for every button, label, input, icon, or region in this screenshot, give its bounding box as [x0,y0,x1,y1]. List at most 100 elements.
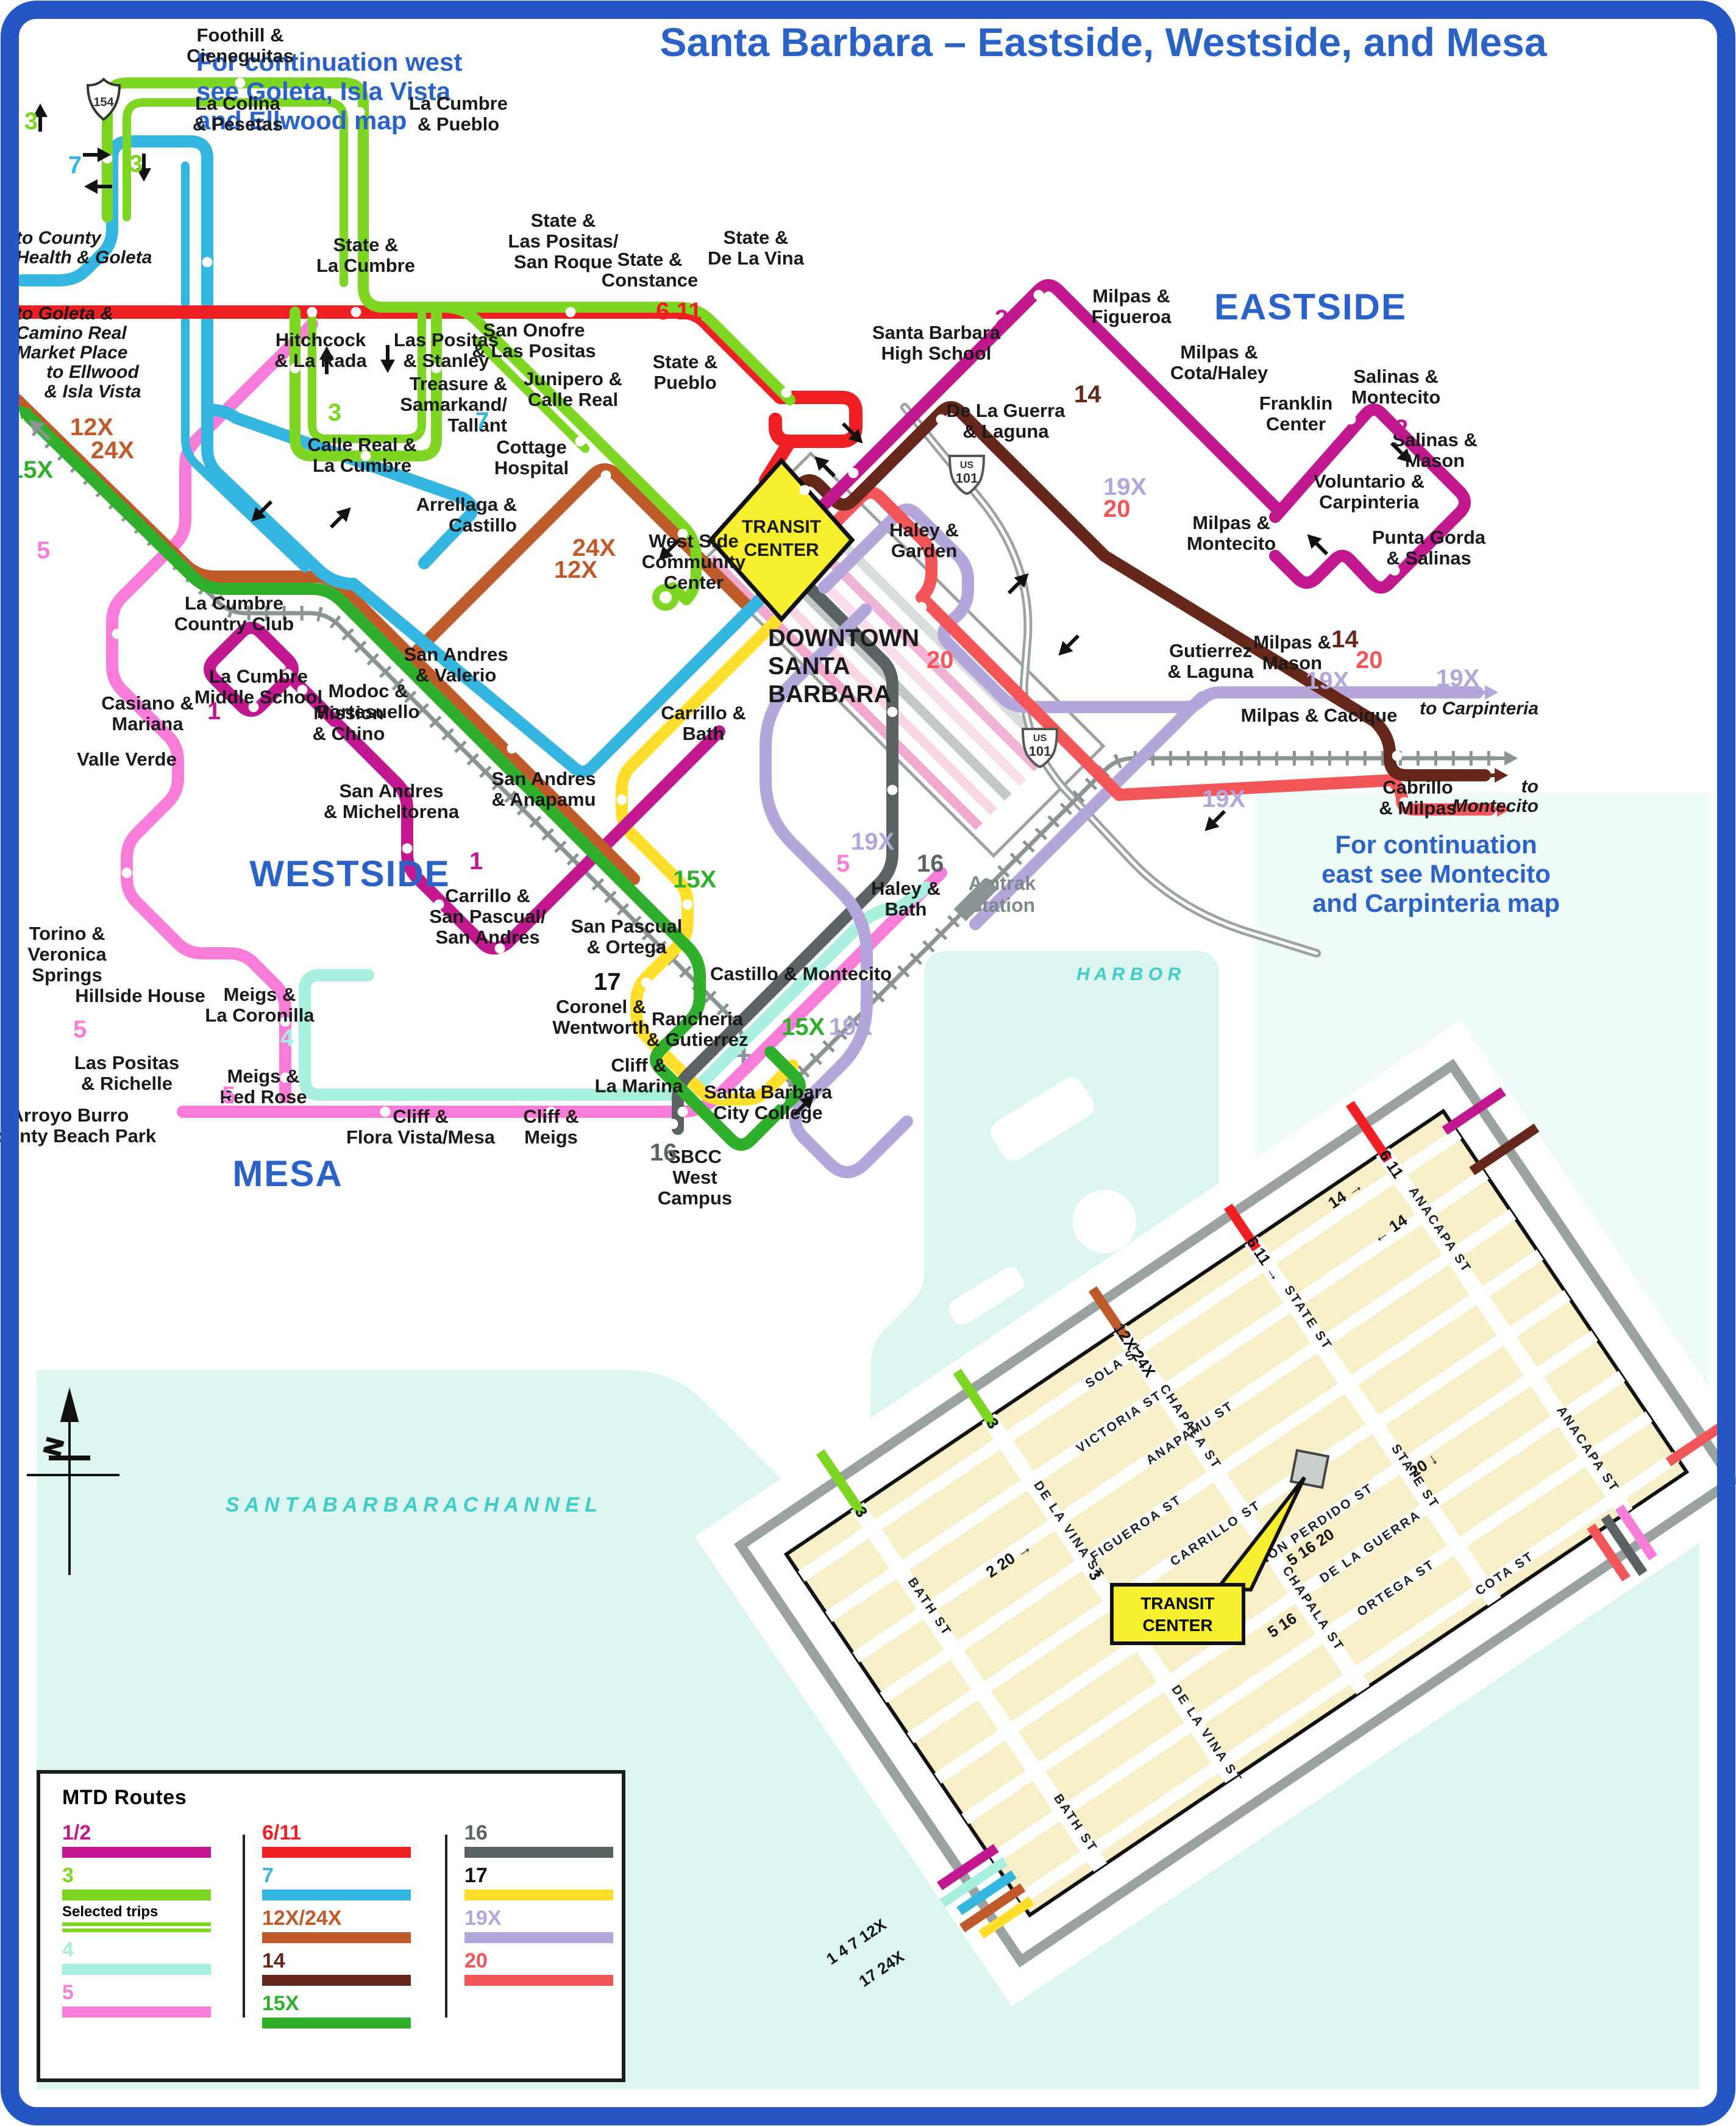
legend-item-swatch [464,1847,613,1858]
direction-arrow [84,179,112,194]
legend-item-label: 7 [262,1864,274,1887]
stop-dots [102,77,1454,1129]
legend-item-7: 7 [262,1865,445,1900]
stop-label: Calle Real &La Cumbre [307,434,416,476]
stop-dot [282,669,293,680]
stop-dot [1443,497,1454,508]
inset-stub [939,1857,1008,1908]
direction-arrow [1470,685,1498,700]
direction-arrow [814,456,836,478]
inset-route-stubs [816,1087,1730,1939]
stop-label: Casiano &Mariana [101,692,194,734]
stop-label: State &Constance [602,249,698,291]
stop-label: Milpas & Cacique [1241,705,1398,726]
region-label-eastside: EASTSIDE [1214,286,1407,327]
stop-label: Haley &Bath [871,878,941,920]
direction-arrow [1390,441,1412,463]
water-label: H A R B O R [1076,964,1181,984]
stop-dot [355,765,366,776]
legend-item-swatch [464,1932,613,1943]
stop-label: Milpas &Montecito [1187,512,1276,554]
route-number-marker: 19X [1436,665,1479,692]
stop-dot [326,726,337,737]
stop-dot [202,257,213,268]
stop-label: Gutierrez& Laguna [1167,640,1254,682]
stop-dot [141,677,152,688]
inset-stub [956,1870,1017,1915]
stop-dot [677,528,688,539]
stop-dot [248,702,259,713]
stop-dot [307,307,318,318]
inset-stub [1587,1523,1631,1582]
route-12x24x-cottage-branch [406,463,752,662]
stop-dot [775,1094,786,1105]
stop-label: San Onofre& Las Positas [472,319,596,361]
stop-dot [360,450,371,461]
legend-item-swatch [262,1932,411,1943]
stop-dot [1233,489,1244,500]
legend-item-label: 12X/24X [262,1907,342,1930]
railroad-line [34,427,746,1075]
stop-label: San Pascual& Ortega [571,915,683,958]
stop-dot [682,899,693,910]
route-2-salinas-loop [1269,404,1471,594]
legend-item-label: 16 [464,1821,488,1844]
ca-154-shield: 154 [86,77,121,121]
route-3-hitchcock-loop-inner [308,310,426,443]
stop-dot [387,800,398,811]
stop-dot [1109,365,1120,376]
stop-dot [781,387,792,398]
legend-title: MTD Routes [62,1786,187,1809]
transit-center-diamond [708,457,855,623]
stop-dot [716,1089,727,1100]
inset-tc-line2: CENTER [1142,1616,1212,1635]
stop-dot [861,970,872,981]
route-number-marker: 17 [594,969,621,995]
stop-dot [1184,665,1195,676]
stop-dot [380,1106,391,1117]
harbor-piers [948,1077,1136,1325]
route-number-marker: 14 [1331,626,1359,653]
destination-label: to Carpinteria [1420,699,1539,719]
stop-dot [354,107,365,118]
route-3-foothill-loop-inner [123,98,348,287]
legend-selected-trips-label: Selected trips [62,1903,158,1920]
route-number-marker: 20 [927,647,954,674]
stop-label: Cliff &Flora Vista/Mesa [346,1106,496,1148]
route-number-marker: 7 [475,408,489,435]
stop-dot [641,977,652,988]
route-number-marker: 3 [24,108,38,135]
inset-stub [1615,1504,1657,1561]
route-5-line-west [106,318,318,1103]
stop-dot [565,307,576,318]
stop-label: Cliff &Meigs [523,1106,578,1148]
stop-label: La Cumbre& Pueblo [409,93,508,135]
route-number-marker: 15X [781,1014,825,1040]
direction-arrow [658,539,680,561]
direction-arrow [33,104,48,132]
route-number-marker: 24X [572,535,616,561]
direction-arrow [1307,534,1329,556]
inset-streets [798,1128,1680,1905]
legend-item-label: 14 [262,1949,285,1972]
route-number-marker: 14 [1074,381,1101,408]
direction-arrow [792,1095,814,1117]
route-number-marker: 5 [836,850,850,877]
legend-selected-trips-swatch [62,1929,211,1932]
inset-stub [816,1449,867,1518]
stop-dot [431,363,442,374]
direction-arrow [1058,634,1080,656]
stop-dot [433,899,444,910]
